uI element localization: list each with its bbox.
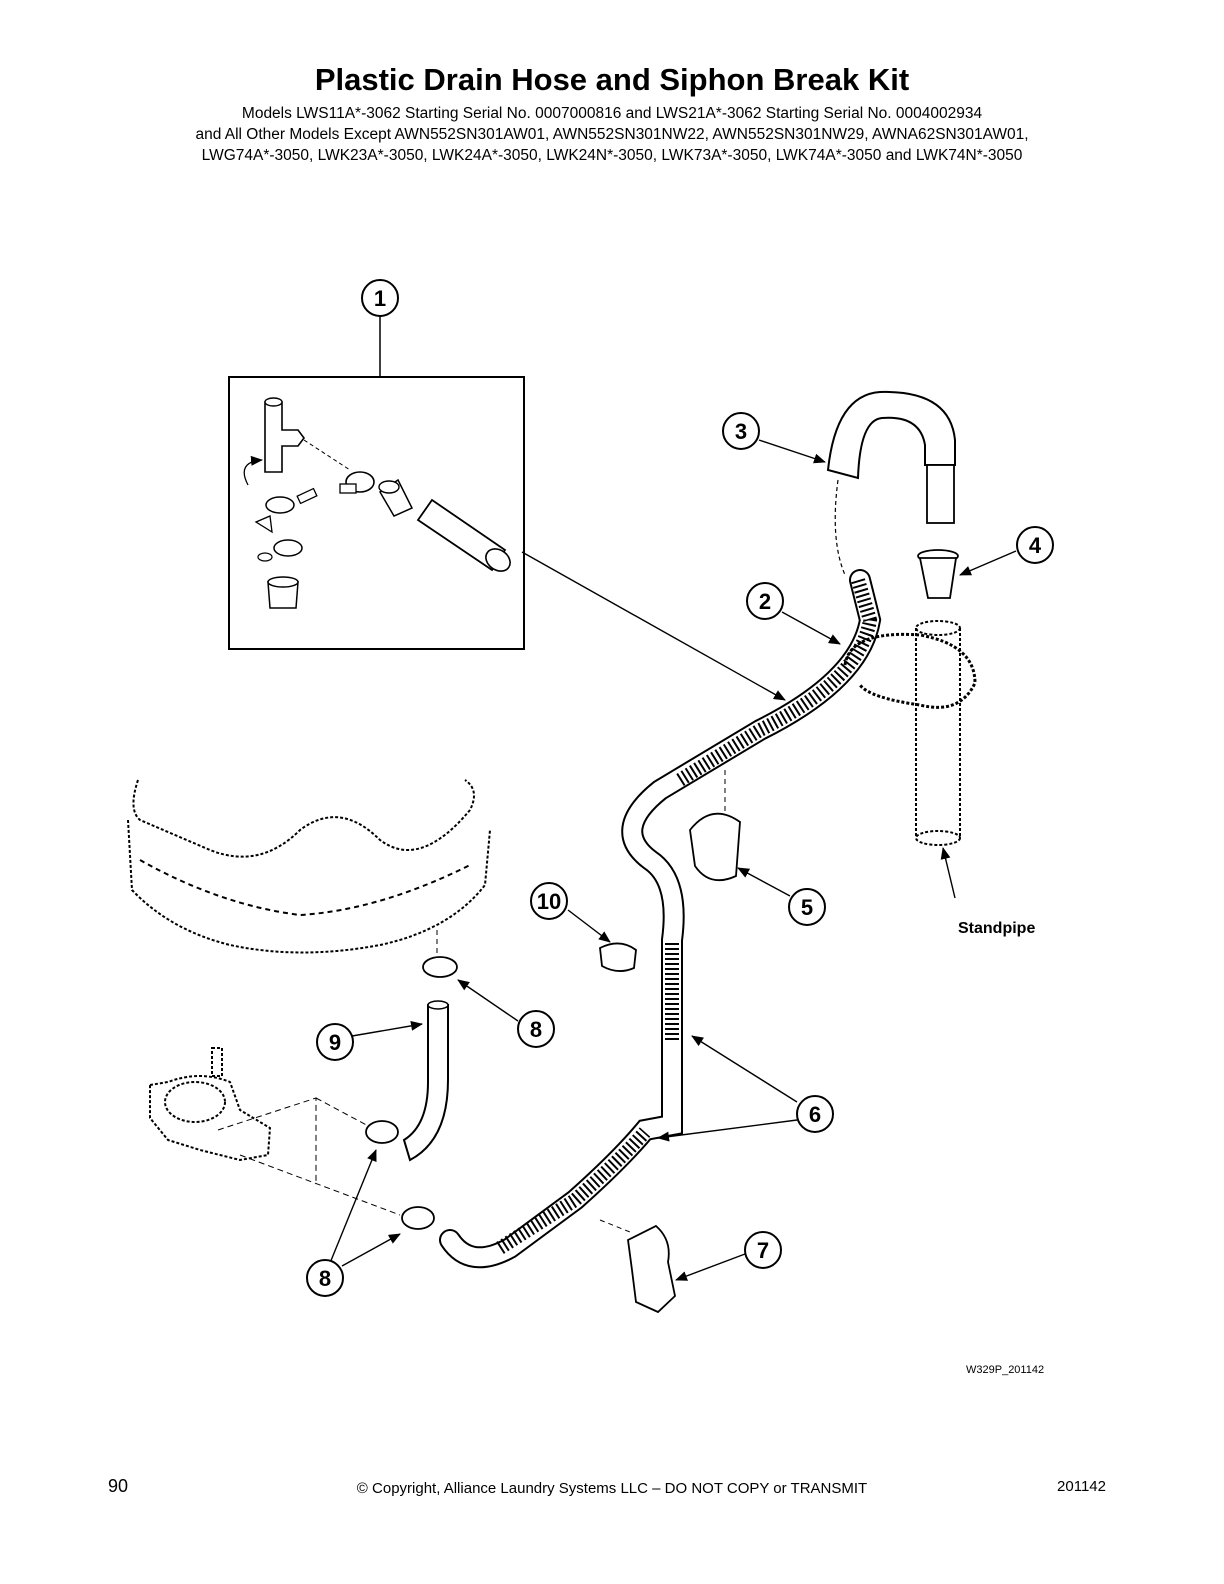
svg-text:6: 6 <box>809 1102 821 1127</box>
model-line-3: LWG74A*-3050, LWK23A*-3050, LWK24A*-3050… <box>201 147 1023 164</box>
tub-outline <box>127 779 491 954</box>
svg-text:10: 10 <box>537 889 561 914</box>
callout-2: 2 <box>746 582 784 620</box>
svg-text:1: 1 <box>374 286 386 311</box>
hose-clamps <box>365 956 458 1230</box>
model-line-1: Models LWS11A*-3062 Starting Serial No. … <box>241 105 983 122</box>
callout-3: 3 <box>722 412 760 450</box>
long-drain-hose <box>439 479 882 1269</box>
svg-text:8: 8 <box>530 1017 542 1042</box>
standpipe <box>915 620 961 846</box>
hose-bracket <box>599 1219 676 1314</box>
drawing-id: W329P_201142 <box>966 1364 1045 1376</box>
callout-7: 7 <box>744 1231 782 1269</box>
svg-text:5: 5 <box>801 895 813 920</box>
svg-text:3: 3 <box>735 419 747 444</box>
page-number: 90 <box>108 1476 129 1496</box>
callout-1: 1 <box>361 279 399 317</box>
svg-text:9: 9 <box>329 1030 341 1055</box>
callout-8-top: 8 <box>517 1010 555 1048</box>
callout-8-bottom: 8 <box>306 1259 344 1297</box>
callout-4: 4 <box>1016 526 1054 564</box>
short-drain-hose <box>402 1000 449 1162</box>
model-line-2: and All Other Models Except AWN552SN301A… <box>195 126 1029 143</box>
callout-6: 6 <box>796 1095 834 1133</box>
hose-guide <box>826 390 956 524</box>
hose-clip <box>689 812 741 882</box>
callout-10: 10 <box>530 882 568 920</box>
svg-text:2: 2 <box>759 589 771 614</box>
copyright-notice: © Copyright, Alliance Laundry Systems LL… <box>356 1480 868 1497</box>
page-title: Plastic Drain Hose and Siphon Break Kit <box>314 62 910 97</box>
callout-9: 9 <box>316 1023 354 1061</box>
standpipe-nozzle <box>917 549 959 599</box>
svg-text:7: 7 <box>757 1238 769 1263</box>
svg-text:8: 8 <box>319 1266 331 1291</box>
svg-text:4: 4 <box>1029 533 1042 558</box>
callout-5: 5 <box>788 888 826 926</box>
siphon-break-kit-inset <box>228 316 525 650</box>
standpipe-label: Standpipe <box>958 920 1036 937</box>
hose-retainer-clip <box>599 942 637 972</box>
pump-outline <box>149 1047 272 1162</box>
callout-circles: 1 2 3 4 5 6 7 8 9 10 8 <box>306 279 1054 1297</box>
document-code: 201142 <box>1057 1478 1106 1495</box>
bead-chain <box>843 632 977 709</box>
